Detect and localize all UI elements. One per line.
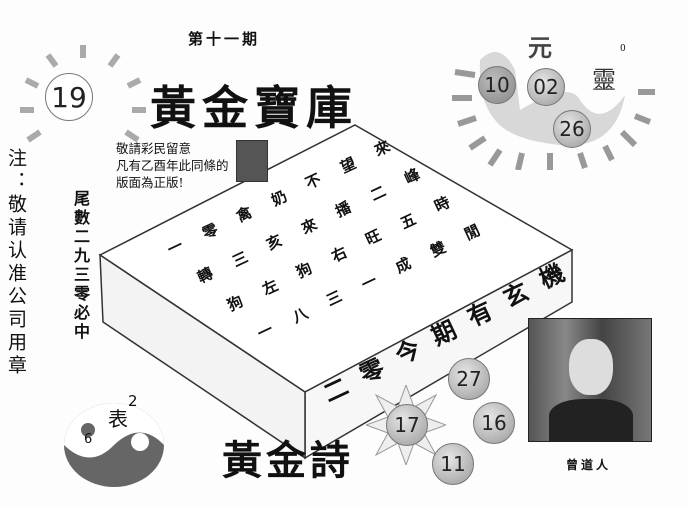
face-shape — [569, 339, 613, 395]
top-char: 元 — [528, 33, 552, 62]
author-photo — [528, 318, 652, 442]
number-ball: 19 — [45, 73, 93, 121]
issue-label: 第十一期 — [188, 30, 261, 48]
side-note: 注：敬请认准公司用章 — [5, 148, 27, 378]
yinyang-number: 2 — [128, 392, 138, 410]
yinyang-char: 表 — [108, 407, 128, 431]
number-ball: 11 — [432, 443, 474, 485]
number-ball: 17 — [386, 404, 428, 446]
yinyang-number: 6 — [84, 432, 93, 447]
number-ball: 26 — [553, 110, 591, 148]
notice-line: 版面為正版! — [116, 175, 184, 190]
seal-stamp-icon — [236, 140, 268, 182]
number-ball: 27 — [448, 358, 490, 400]
sun-rays-left-icon — [20, 45, 146, 143]
notice-text: 敬請彩民留意 凡有乙酉年此同條的 版面為正版! — [116, 140, 229, 191]
notice-line: 凡有乙酉年此同條的 — [116, 158, 229, 173]
yinyang-icon — [64, 403, 164, 487]
small-number: 0 — [620, 44, 626, 54]
body-shape — [549, 399, 633, 441]
tail-numbers: 尾數二九三零必中 — [71, 190, 90, 342]
poem-title: 黃金詩 — [222, 437, 354, 484]
main-title: 黃金寶庫 — [150, 81, 358, 135]
top-char: 靈 — [592, 66, 616, 94]
number-ball: 02 — [527, 68, 565, 106]
notice-line: 敬請彩民留意 — [116, 141, 192, 156]
author-name: 曾道人 — [566, 458, 612, 472]
number-ball: 10 — [478, 66, 516, 104]
number-ball: 16 — [473, 402, 515, 444]
